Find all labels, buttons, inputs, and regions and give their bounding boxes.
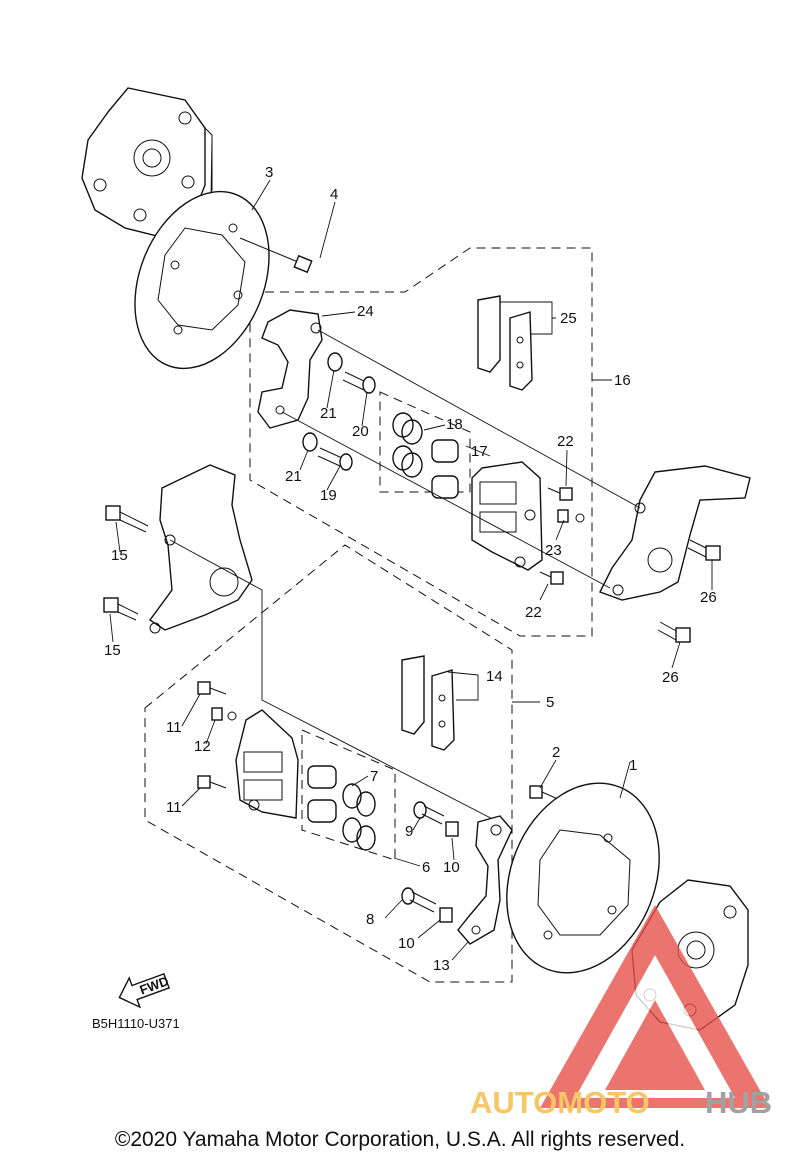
pin-20 [342,371,376,394]
leader-lines [109,179,713,961]
callout-23: 23 [545,542,562,559]
callout-15-upper: 15 [111,547,128,564]
callout-15-lower: 15 [104,642,121,659]
callout-12: 12 [194,738,211,755]
brake-disc-upper [134,190,270,370]
bleeder-23 [557,509,585,523]
callout-7: 7 [370,768,378,785]
callout-13: 13 [433,957,450,974]
boot-10-upper [445,821,459,837]
pin-19 [317,447,353,471]
callout-19: 19 [320,487,337,504]
copyright-notice: ©2020 Yamaha Motor Corporation, U.S.A. A… [114,1128,686,1151]
assembly-boundary-5 [144,544,513,983]
automotohub-watermark-logo: AUTOMOTO HUB [470,905,772,1120]
callout-26-upper: 26 [700,589,717,606]
seals-upper [392,412,423,478]
bushing-21-upper [327,352,343,372]
callout-22-lower: 22 [525,604,542,621]
caliper-body-lower [235,709,299,819]
pin-8 [401,887,437,913]
callout-11-upper: 11 [166,719,182,736]
bolt-15-upper [105,505,149,533]
steering-knuckle-right [599,465,751,601]
callout-14: 14 [486,668,503,685]
callout-10-lower: 10 [398,935,415,952]
callout-2: 2 [552,744,560,761]
callout-25: 25 [560,310,577,327]
boot-10-lower [439,907,453,923]
brake-pads-14 [401,655,455,751]
bolt-11-upper [197,681,227,695]
bleeder-22-upper [547,487,573,501]
seal-kit-boundary-lower [301,729,396,861]
brake-pads-25 [477,295,533,391]
bolt-26-lower [657,621,691,643]
pistons-lower [307,765,337,823]
callout-10-upper: 10 [443,859,460,876]
callout-16: 16 [614,372,631,389]
bolt-11-lower [197,775,227,789]
diagram-code: B5H1110-U371 [92,1016,180,1031]
callout-20: 20 [352,423,369,440]
callout-3: 3 [265,164,273,181]
callout-4: 4 [330,186,338,203]
callout-9: 9 [405,823,413,840]
callout-5: 5 [546,694,554,711]
caliper-bracket-lower [457,815,513,945]
bolt-22-lower [539,571,564,585]
callout-6: 6 [422,859,430,876]
callout-21-upper: 21 [320,405,337,422]
callout-21-lower: 21 [285,468,302,485]
callout-1: 1 [629,757,637,774]
bolt-4 [239,237,313,274]
callout-8: 8 [366,911,374,928]
caliper-body-upper [471,461,543,571]
steering-knuckle-left [149,464,253,634]
callout-24: 24 [357,303,374,320]
callout-11-lower: 11 [166,799,182,816]
pistons-upper [431,439,459,499]
bolt-15-lower [103,597,139,621]
callout-22-upper: 22 [557,433,574,450]
bolt-26-upper [687,539,721,561]
caliper-bracket-upper [257,309,323,429]
watermark-text-2: HUB [705,1085,772,1120]
callout-18: 18 [446,416,463,433]
callout-26-lower: 26 [662,669,679,686]
bleeder-12 [211,707,237,721]
seals-lower [342,783,376,851]
watermark-text-1: AUTOMOTO [470,1085,650,1120]
callout-labels: 1 2 3 4 5 6 7 8 9 10 10 11 11 12 13 14 1… [104,164,717,974]
forward-direction-icon: FWD [118,972,171,1009]
seal-kit-boundary-upper [379,391,471,493]
bushing-21-lower [302,432,318,452]
brake-disc-lower [506,782,660,974]
callout-17: 17 [471,443,488,460]
assembly-boundary-16 [249,247,593,637]
